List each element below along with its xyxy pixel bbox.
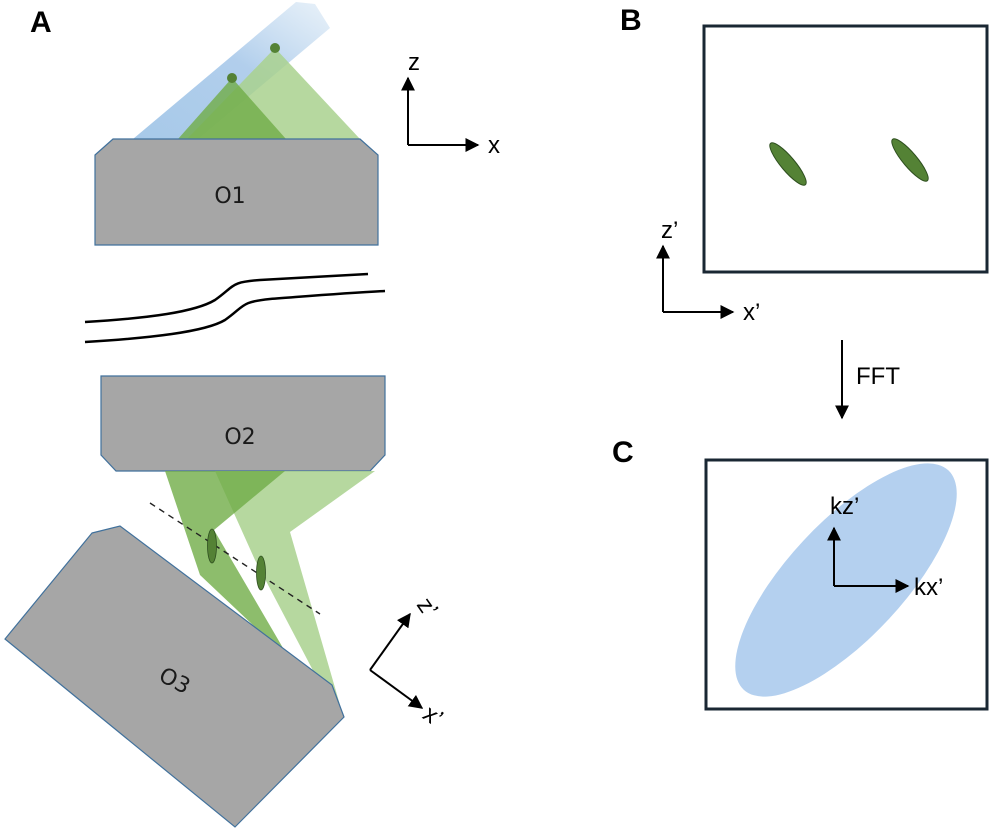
detection-cone-dark-bottom (165, 471, 290, 660)
panel-label-a: A (30, 6, 52, 39)
light-sheet-beam (133, 2, 330, 139)
panel-b-frame (702, 24, 989, 274)
objective-o1-label: O1 (214, 184, 245, 209)
axis-b-x-label: x’ (743, 299, 760, 326)
relay-line-2 (84, 289, 386, 344)
objective-o1 (94, 138, 379, 246)
axis-z-prime-label: z’ (411, 593, 443, 623)
image-spot-1 (207, 528, 217, 564)
axis-x-label: x (488, 132, 500, 159)
axis-c-kz-label: kz’ (830, 493, 859, 520)
objective-o3 (4, 525, 345, 828)
axis-x-prime-arrow (369, 669, 424, 709)
psf-spot-1 (769, 142, 807, 186)
relay-line-1 (84, 272, 369, 324)
fluorophore-dot-2 (270, 43, 280, 53)
axis-z-label: z (408, 49, 420, 76)
fluorophore-dot-1 (227, 73, 237, 83)
otf-support-ellipse (735, 463, 957, 697)
axis-b-z-label: z’ (661, 217, 678, 244)
detection-cone-light-bottom (215, 471, 375, 705)
fft-label: FFT (856, 363, 900, 390)
detection-cone-dark-top (178, 78, 286, 139)
axis-x-prime-label: x’ (418, 700, 448, 732)
image-plane-dashed-line (149, 502, 321, 615)
axis-z-prime-arrow (369, 612, 411, 671)
image-spot-2 (256, 555, 266, 591)
objective-o2-label: O2 (224, 425, 255, 450)
psf-spot-2 (891, 138, 929, 182)
panel-label-c: C (612, 436, 634, 469)
axis-c-kx-label: kx’ (914, 574, 943, 601)
objective-o2 (100, 375, 386, 472)
panel-label-b: B (620, 4, 642, 37)
